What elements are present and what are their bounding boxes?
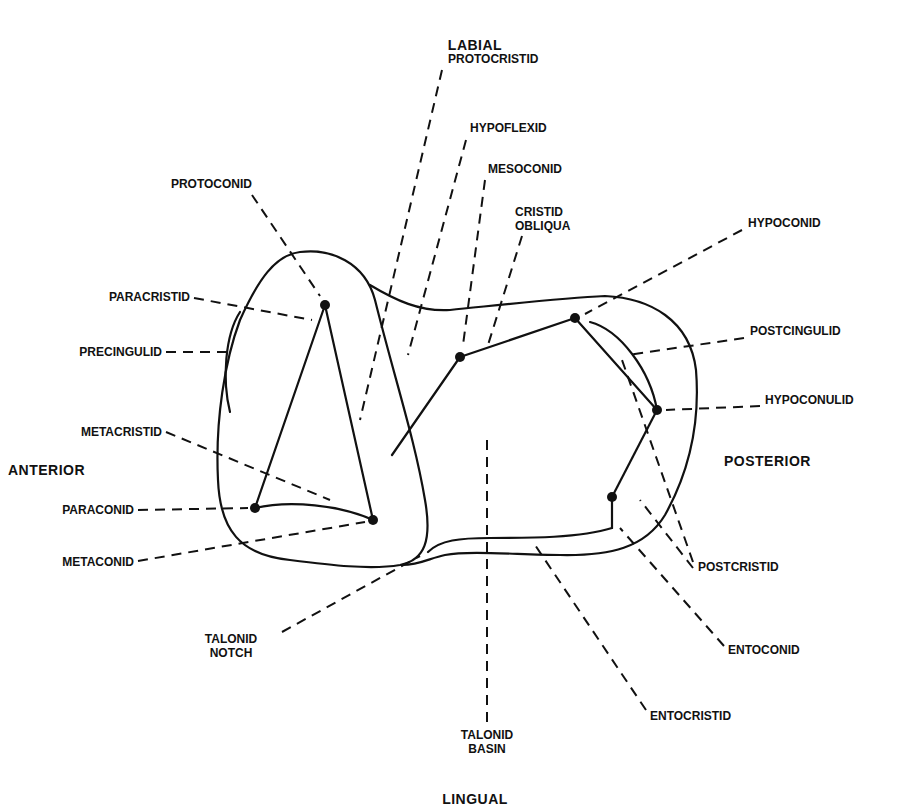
side-label: LABIAL [448, 38, 502, 52]
part-label: METACONID [62, 555, 134, 569]
part-label: HYPOFLEXID [470, 121, 547, 135]
part-label: ENTOCONID [728, 643, 800, 657]
part-label: ENTOCRISTID [650, 709, 731, 723]
part-label: PARACRISTID [109, 290, 190, 304]
part-label: PROTOCRISTID [448, 52, 538, 66]
side-label: POSTERIOR [724, 454, 811, 468]
side-label: LINGUAL [442, 792, 508, 806]
part-label: CRISTID OBLIQUA [515, 205, 581, 233]
part-label: PROTOCONID [171, 177, 252, 191]
part-label: HYPOCONULID [765, 393, 854, 407]
part-label: TALONID NOTCH [196, 632, 266, 660]
part-label: TALONID BASIN [455, 728, 519, 756]
side-label: ANTERIOR [8, 463, 85, 477]
part-label: HYPOCONID [748, 216, 821, 230]
part-label: PRECINGULID [79, 345, 162, 359]
part-label: MESOCONID [488, 162, 562, 176]
part-label: PARACONID [62, 503, 134, 517]
part-label: METACRISTID [81, 425, 162, 439]
part-label: POSTCRISTID [698, 560, 779, 574]
part-label: POSTCINGULID [750, 324, 841, 338]
